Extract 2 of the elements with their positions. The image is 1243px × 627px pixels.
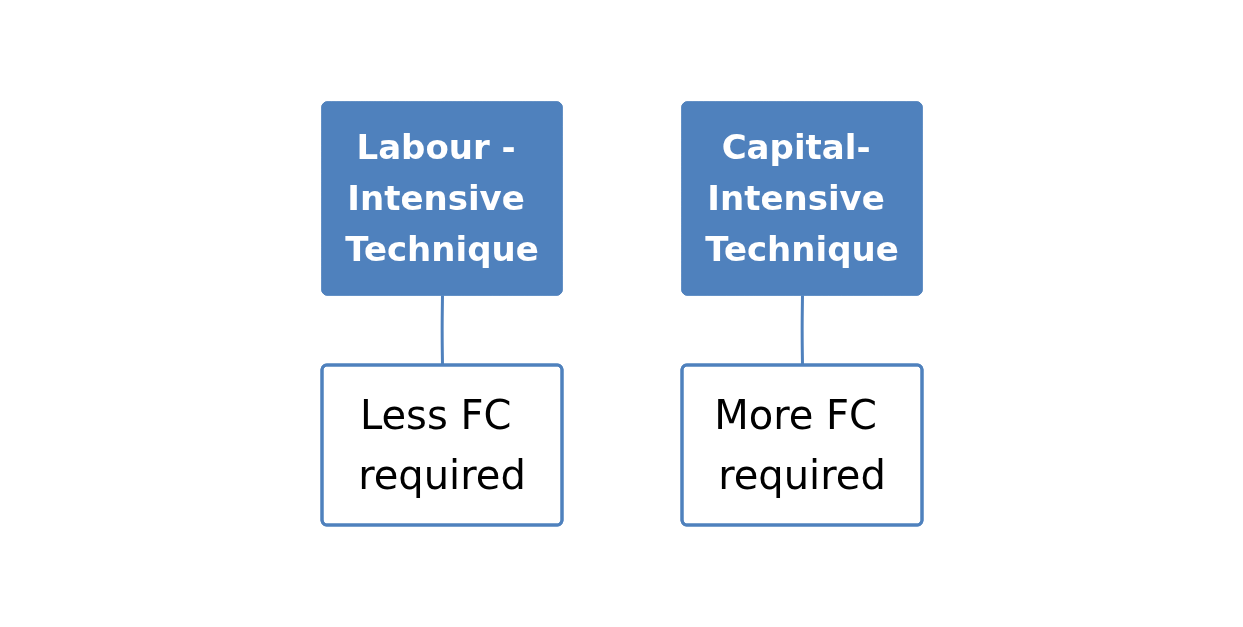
connector: [440, 295, 444, 366]
connector: [800, 295, 804, 366]
